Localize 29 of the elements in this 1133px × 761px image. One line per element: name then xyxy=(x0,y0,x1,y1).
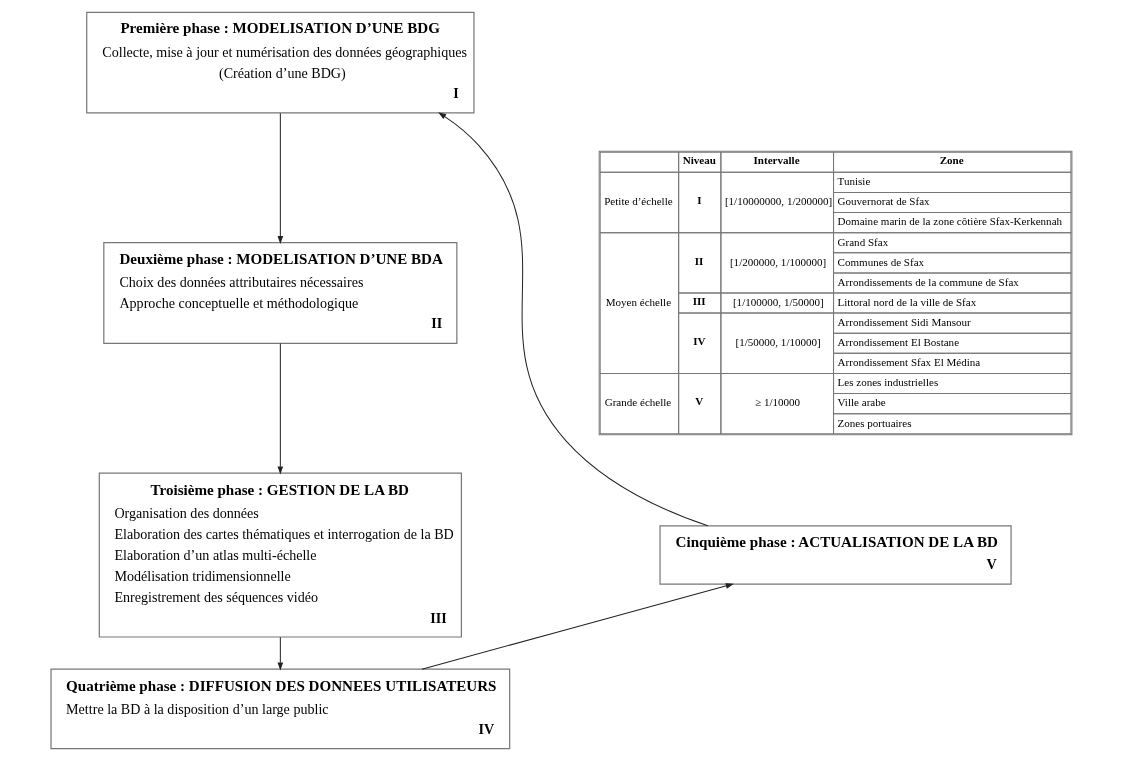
label: Gouvernorat de Sfax xyxy=(837,195,930,208)
label: Arrondissement El Bostane xyxy=(837,336,959,349)
label: Littoral nord de la ville de Sfax xyxy=(837,295,976,308)
label: Arrondissement Sidi Mansour xyxy=(837,315,971,328)
label: ≥ 1/10000 xyxy=(754,396,800,409)
label: Communes de Sfax xyxy=(837,255,924,268)
label: [1/200000, 1/100000] xyxy=(729,255,826,268)
label: Grand Sfax xyxy=(837,235,888,248)
label: Grande échelle xyxy=(604,396,671,409)
label: II xyxy=(694,254,703,267)
label: [1/100000, 1/50000] xyxy=(732,295,824,308)
label: Intervalle xyxy=(753,154,800,167)
label: Tunisie xyxy=(837,175,870,188)
label: Zone xyxy=(939,154,964,167)
label: Arrondissement Sfax El Médina xyxy=(837,356,980,369)
label: [1/50000, 1/10000] xyxy=(734,336,821,349)
label: [1/10000000, 1/200000] xyxy=(724,195,832,208)
label: Niveau xyxy=(682,154,716,167)
label: IV xyxy=(692,335,706,348)
label: Petite d’échelle xyxy=(603,195,673,208)
label: Ville arabe xyxy=(837,396,886,409)
label: V xyxy=(694,395,703,408)
label: Moyen échelle xyxy=(605,295,671,308)
label: III xyxy=(692,294,706,307)
label: Les zones industrielles xyxy=(837,376,938,389)
label: I xyxy=(696,194,702,207)
label: Domaine marin de la zone côtière Sfax-Kerkennah xyxy=(837,215,1062,228)
label: Zones portuaires xyxy=(837,416,911,429)
label: Arrondissements de la commune de Sfax xyxy=(837,275,1019,288)
